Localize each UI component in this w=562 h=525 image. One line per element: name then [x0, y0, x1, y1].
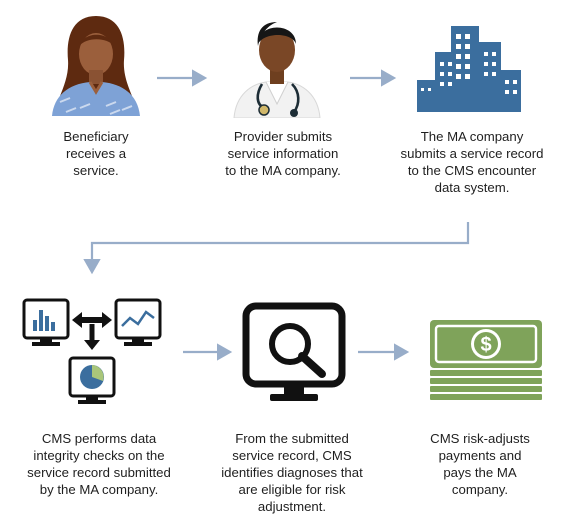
caption-line: service record submitted	[27, 465, 171, 480]
caption-line: payments and	[438, 448, 522, 463]
office-buildings-icon	[409, 12, 525, 112]
arrow-3-to-4	[83, 222, 470, 275]
caption-line: CMS performs data	[41, 431, 157, 446]
caption-line: service.	[73, 163, 119, 178]
doctor-icon	[233, 22, 321, 118]
caption-line: service record, CMS	[232, 448, 352, 463]
step-6-caption: CMS risk-adjusts payments and pays the M…	[410, 430, 550, 498]
step-2-caption: Provider submits service information to …	[208, 128, 358, 179]
caption-line: Provider submits	[233, 129, 333, 144]
caption-line: identifies diagnoses that	[221, 465, 363, 480]
caption-line: adjustment.	[257, 499, 327, 514]
person-icon	[52, 16, 140, 116]
caption-line: data system.	[434, 180, 510, 195]
caption-line: are eligible for risk	[238, 482, 346, 497]
step-4-caption: CMS performs data integrity checks on th…	[14, 430, 184, 498]
magnifier-monitor-icon	[242, 302, 346, 401]
caption-line: The MA company	[420, 129, 524, 144]
caption-line: CMS risk-adjusts	[430, 431, 530, 446]
caption-line: to the CMS encounter	[407, 163, 537, 178]
caption-line: to the MA company.	[225, 163, 341, 178]
caption-line: receives a	[65, 146, 127, 161]
caption-line: company.	[451, 482, 509, 497]
dollar-sign: $	[480, 334, 491, 356]
computer-monitors-icon	[22, 298, 162, 404]
money-stack-icon: $	[430, 320, 542, 400]
step-1-caption: Beneficiary receives a service.	[36, 128, 156, 179]
caption-line: service information	[227, 146, 339, 161]
caption-line: integrity checks on the	[33, 448, 165, 463]
step-3-caption: The MA company submits a service record …	[392, 128, 552, 196]
caption-line: pays the MA	[443, 465, 517, 480]
step-5-caption: From the submitted service record, CMS i…	[212, 430, 372, 515]
caption-line: by the MA company.	[39, 482, 159, 497]
caption-line: Beneficiary	[63, 129, 129, 144]
caption-line: From the submitted	[235, 431, 349, 446]
caption-line: submits a service record	[400, 146, 544, 161]
